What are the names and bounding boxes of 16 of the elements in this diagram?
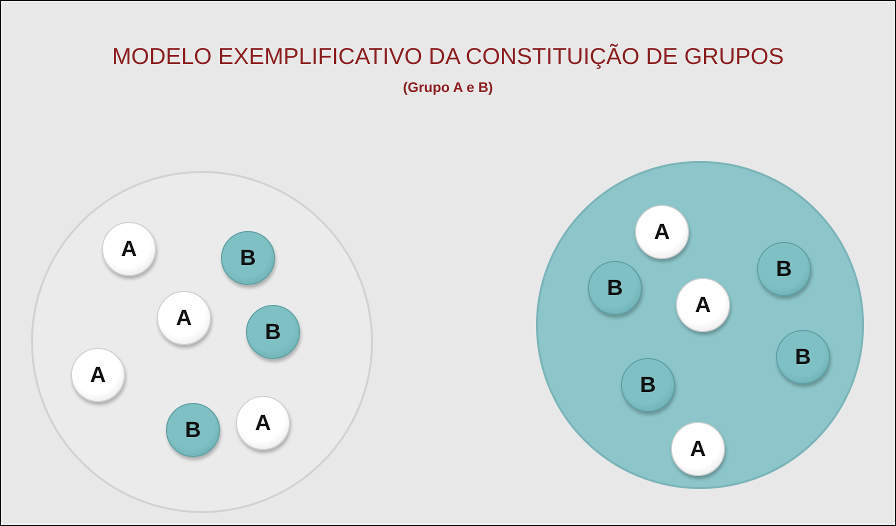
member-token: A [236, 396, 290, 450]
member-token: B [221, 231, 275, 285]
member-token: B [776, 330, 830, 384]
member-token: B [621, 358, 675, 412]
member-token: B [246, 305, 300, 359]
member-token: B [588, 261, 642, 315]
member-token: A [671, 422, 725, 476]
member-token: A [676, 278, 730, 332]
member-token: B [757, 242, 811, 296]
member-token: A [157, 291, 211, 345]
member-token: A [635, 205, 689, 259]
subtitle: (Grupo A e B) [402, 79, 494, 95]
title: MODELO EXEMPLIFICATIVO DA CONSTITUIÇÃO DE GRUPOS [111, 43, 785, 70]
member-token: A [71, 348, 125, 402]
member-token: A [102, 222, 156, 276]
member-token: B [166, 403, 220, 457]
